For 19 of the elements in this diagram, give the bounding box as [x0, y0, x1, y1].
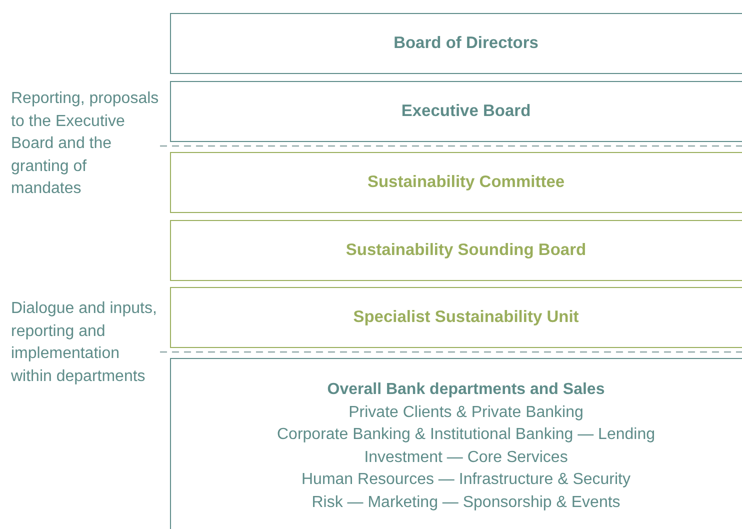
org-unit-box	[170, 220, 742, 281]
unit-title: Specialist Sustainability Unit	[353, 307, 579, 328]
unit-detail: Private Clients & Private Banking	[348, 402, 584, 422]
unit-detail: Risk — Marketing — Sponsorship & Events	[312, 492, 620, 512]
org-unit-box	[170, 81, 742, 142]
org-unit-box	[170, 152, 742, 213]
unit-detail: Human Resources — Infrastructure & Security	[301, 470, 630, 490]
unit-title: Overall Bank departments and Sales	[327, 380, 605, 400]
side-note: Reporting, proposals to the Executive Board and the granting of mandates	[11, 89, 159, 199]
unit-title: Board of Directors	[394, 33, 538, 54]
org-unit-box	[170, 287, 742, 348]
unit-detail: Corporate Banking & Institutional Banking — Lending	[276, 425, 655, 445]
unit-title: Executive Board	[401, 101, 531, 122]
org-unit-box	[170, 358, 742, 529]
unit-detail: Investment — Core Services	[364, 448, 568, 468]
unit-title: Sustainability Sounding Board	[346, 240, 586, 262]
side-note: Dialogue and inputs, reporting and implementation within departments	[11, 299, 158, 386]
org-unit-box	[170, 13, 742, 74]
unit-title: Sustainability Committee	[367, 172, 565, 194]
